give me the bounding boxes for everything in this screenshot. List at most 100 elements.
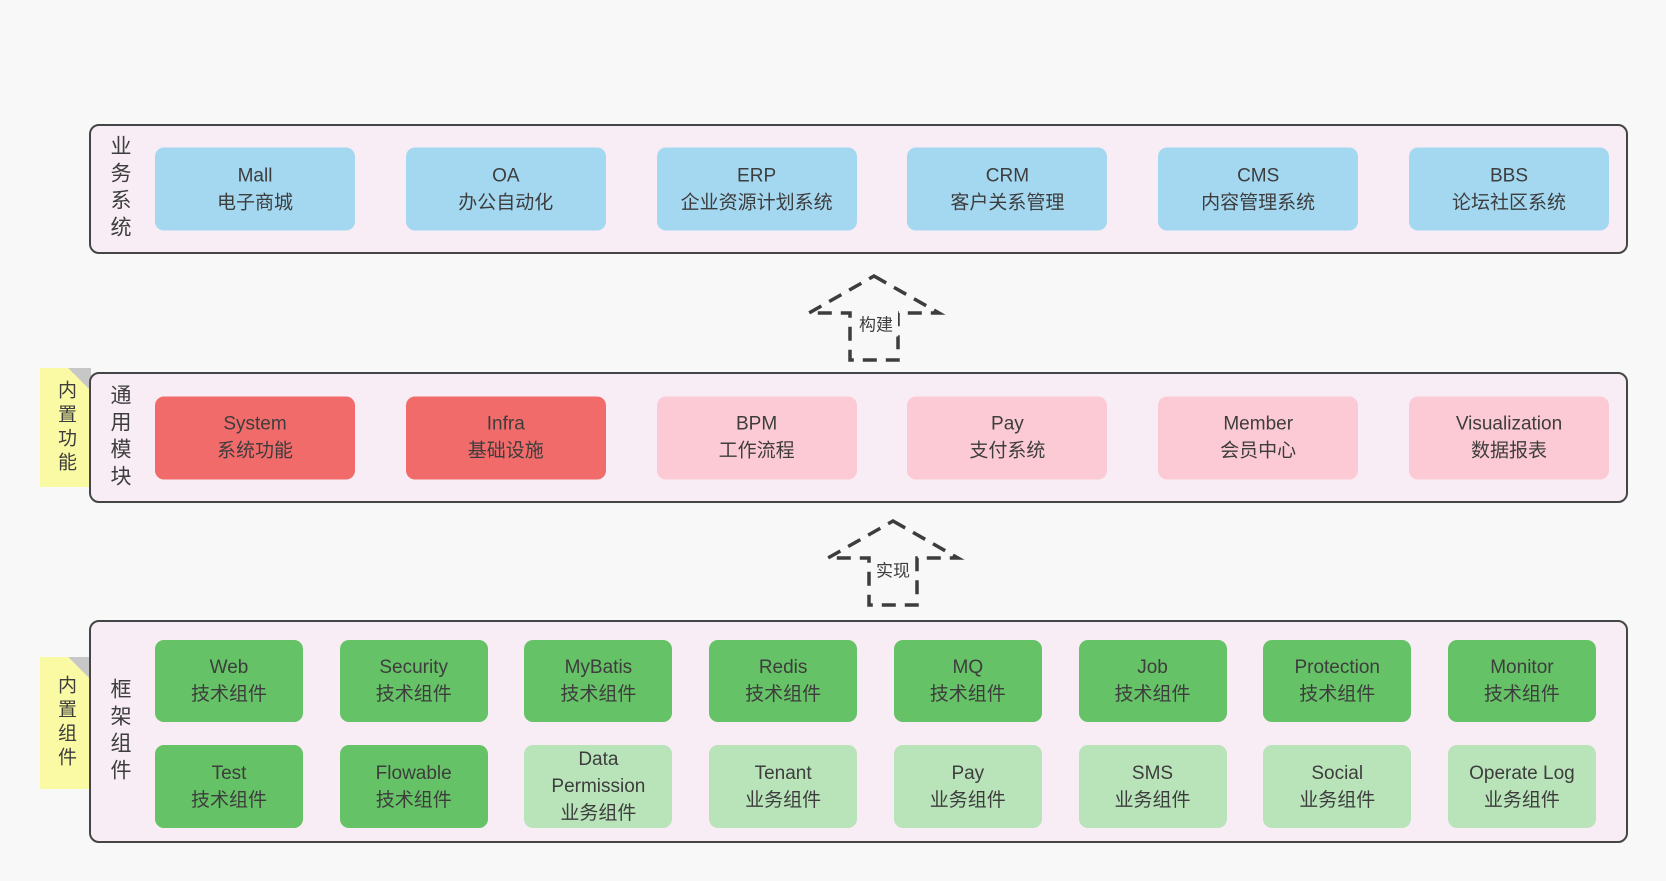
box-title: Security [379, 657, 449, 678]
box-title: SMS [1131, 762, 1174, 784]
business-systems-box-mall: Mall 电子商城 [155, 147, 355, 231]
common-modules-box-infra: Infra 基础设施 [405, 396, 606, 479]
box-subtitle: 支付系统 [969, 440, 1046, 462]
box-subtitle: 业务组件 [1114, 789, 1191, 811]
box-subtitle: 会员中心 [1220, 440, 1297, 462]
framework-components-box-job: Job 技术组件 [1078, 640, 1227, 722]
box-subtitle: 电子商城 [216, 192, 293, 213]
framework-components-box-data-permission: Data Permission 业务组件 [524, 745, 673, 828]
common-modules-box-system: System 系统功能 [155, 396, 355, 479]
framework-components-box-web: Web 技术组件 [155, 640, 303, 722]
box-title: CRM [985, 165, 1030, 186]
module-box-row: System 系统功能 Infra 基础设施 BPM 工作流程 Pay 支付系统 Member 会… [155, 396, 1609, 479]
business-systems-box-cms: CMS 内容管理系统 [1158, 147, 1359, 231]
business-systems-box-bbs: BBS 论坛社区系统 [1408, 147, 1609, 231]
box-subtitle: 企业资源计划系统 [680, 192, 833, 213]
box-title: Visualization [1455, 413, 1563, 435]
box-subtitle: 基础设施 [467, 440, 544, 462]
box-subtitle: 办公自动化 [458, 192, 554, 213]
box-subtitle: 技术组件 [1483, 684, 1560, 705]
box-title: Job [1137, 657, 1168, 678]
arrow-up-build-icon [802, 273, 946, 362]
framework-components-box-protection: Protection 技术组件 [1263, 640, 1412, 722]
common-modules-box-visualization: Visualization 数据报表 [1408, 396, 1609, 479]
box-subtitle: 论坛社区系统 [1451, 192, 1566, 213]
framework-components-box-security: Security 技术组件 [339, 640, 488, 722]
box-subtitle: 客户关系管理 [950, 192, 1065, 213]
box-title: Operate Log [1469, 762, 1575, 784]
layer-side-label: 通用模块 [108, 383, 131, 492]
box-title: MyBatis [564, 657, 633, 678]
framework-components-box-redis: Redis 技术组件 [709, 640, 858, 722]
box-subtitle: 系统功能 [216, 440, 293, 462]
box-subtitle: 技术组件 [375, 684, 452, 705]
arrow-up-implement-icon [821, 518, 965, 607]
box-title: OA [492, 165, 520, 186]
common-modules-box-pay: Pay 支付系统 [907, 396, 1108, 479]
box-subtitle: 业务组件 [1299, 789, 1376, 811]
box-title: Tenant [754, 762, 812, 784]
framework-components-box-flowable: Flowable 技术组件 [339, 745, 488, 828]
sticky-fold-corner-icon [68, 657, 91, 680]
business-systems-box-crm: CRM 客户关系管理 [907, 147, 1108, 231]
arrow-label-implement: 实现 [871, 555, 915, 583]
box-subtitle: 技术组件 [745, 684, 822, 705]
box-subtitle: 业务组件 [560, 803, 637, 824]
framework-components-box-pay: Pay 业务组件 [893, 745, 1042, 828]
box-subtitle: 技术组件 [375, 789, 452, 811]
layer-side-label: 框架组件 [108, 677, 131, 786]
business-systems-box-oa: OA 办公自动化 [405, 147, 606, 231]
layer-side-label: 业务系统 [108, 135, 131, 243]
box-title: BPM [736, 413, 778, 435]
box-title: Test [211, 762, 247, 784]
box-title: MQ [952, 657, 984, 678]
box-title: System [223, 413, 287, 435]
box-title: Social [1311, 762, 1364, 784]
box-title: CMS [1237, 165, 1280, 186]
box-title: Infra [486, 413, 525, 435]
framework-components-box-test: Test 技术组件 [155, 745, 303, 828]
box-title: BBS [1489, 165, 1528, 186]
box-title: Web [209, 657, 249, 678]
framework-components-box-monitor: Monitor 技术组件 [1447, 640, 1596, 722]
common-modules-box-bpm: BPM 工作流程 [656, 396, 857, 479]
sticky-tab-built-in-functions: 内置功能 [40, 368, 91, 487]
framework-components-box-social: Social 业务组件 [1263, 745, 1412, 828]
box-subtitle: 业务组件 [1483, 789, 1560, 811]
sticky-tab-label: 内置组件 [55, 675, 76, 771]
box-title: Redis [758, 657, 808, 678]
framework-components-box-tenant: Tenant 业务组件 [709, 745, 858, 828]
box-subtitle: 技术组件 [190, 684, 267, 705]
common-modules-box-member: Member 会员中心 [1158, 396, 1359, 479]
box-title: Protection [1294, 657, 1380, 678]
box-subtitle: 业务组件 [745, 789, 822, 811]
box-title: Monitor [1490, 657, 1554, 678]
arrow-label-build: 构建 [854, 309, 898, 337]
box-title: Data Permission [551, 749, 646, 797]
box-title: Pay [951, 762, 985, 784]
box-subtitle: 业务组件 [929, 789, 1006, 811]
box-subtitle: 工作流程 [718, 440, 795, 462]
box-subtitle: 技术组件 [560, 684, 637, 705]
box-title: Member [1223, 413, 1294, 435]
box-subtitle: 技术组件 [190, 789, 267, 811]
box-title: Flowable [375, 762, 452, 784]
layer-common-modules: 通用模块 System 系统功能 Infra 基础设施 BPM 工作流程 Pay 支付系统 Me… [89, 372, 1628, 503]
framework-components-box-sms: SMS 业务组件 [1078, 745, 1227, 828]
box-subtitle: 技术组件 [1114, 684, 1191, 705]
box-subtitle: 内容管理系统 [1201, 192, 1316, 213]
box-subtitle: 数据报表 [1470, 440, 1547, 462]
box-subtitle: 技术组件 [1299, 684, 1376, 705]
sticky-fold-corner-icon [68, 368, 91, 391]
framework-components-box-operate-log: Operate Log 业务组件 [1447, 745, 1596, 828]
box-title: Pay [991, 413, 1024, 435]
box-title: Mall [237, 165, 273, 186]
